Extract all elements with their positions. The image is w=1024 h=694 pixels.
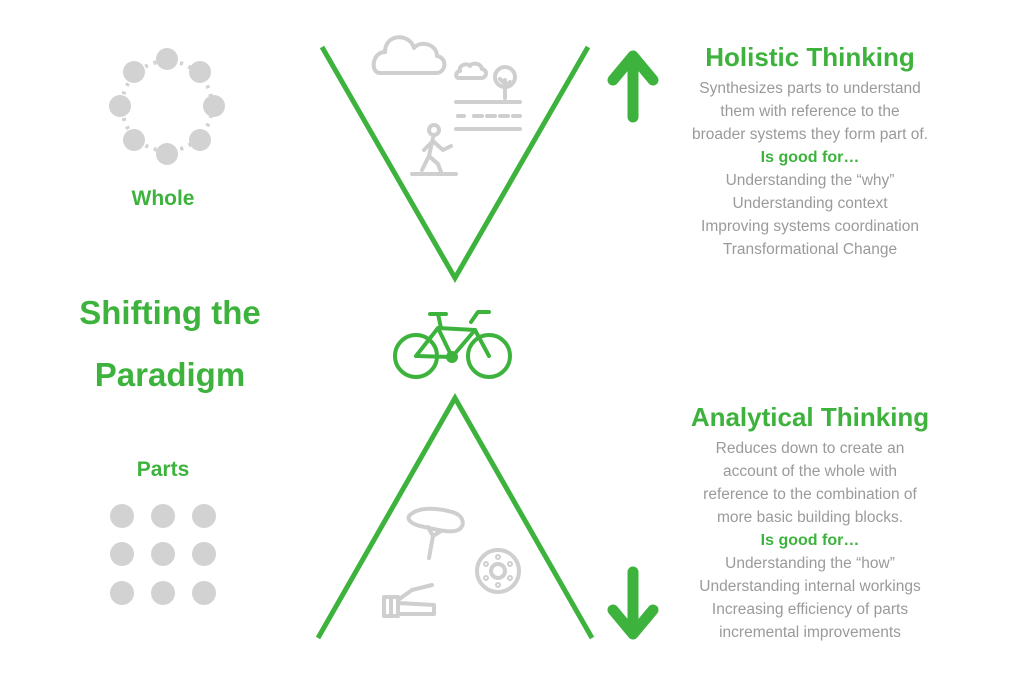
whole-label: Whole [131, 187, 195, 210]
analytical-uses-list: Understanding the “how” Understanding in… [670, 552, 950, 644]
holistic-description-line: them with reference to the [720, 103, 900, 120]
holistic-description: Synthesizes parts to understand them wit… [670, 77, 950, 146]
brake-disc-icon [475, 548, 521, 594]
paradigm-title-line-2: Paradigm [94, 356, 246, 393]
bicycle-icon [393, 310, 512, 379]
arrow-down-icon [607, 566, 659, 640]
analytical-use-item: Understanding internal workings [699, 578, 921, 595]
analytical-use-item: incremental improvements [719, 624, 901, 641]
analytical-use-item: Increasing efficiency of parts [711, 601, 909, 618]
parts-grid-icon [110, 504, 216, 605]
cloud-icon [371, 35, 447, 75]
bike-seat-icon [406, 506, 465, 560]
analytical-description-line: Reduces down to create an [715, 440, 905, 457]
top-funnel-shape [319, 45, 591, 284]
analytical-description-line: account of the whole with [722, 463, 898, 480]
small-cloud-icon [454, 61, 488, 80]
analytical-good-for-label: Is good for… [760, 532, 860, 549]
holistic-good-for-label: Is good for… [760, 149, 860, 166]
road-icon [454, 100, 522, 131]
tree-icon [493, 65, 517, 100]
bottom-funnel-shape [315, 392, 595, 640]
holistic-heading: Holistic Thinking [705, 42, 915, 72]
analytical-heading: Analytical Thinking [690, 402, 930, 432]
analytical-use-item: Understanding the “how” [725, 555, 895, 572]
holistic-uses-list: Understanding the “why” Understanding co… [670, 169, 950, 261]
holistic-use-item: Understanding context [732, 195, 888, 212]
holistic-description-line: Synthesizes parts to understand [699, 80, 921, 97]
analytical-description-line: more basic building blocks. [716, 509, 904, 526]
parts-label: Parts [136, 458, 190, 481]
arrow-up-icon [607, 50, 659, 123]
holistic-use-item: Transformational Change [722, 241, 898, 258]
whole-ring-icon [109, 48, 225, 165]
analytical-description-line: reference to the combination of [703, 486, 917, 503]
analytical-panel: Analytical Thinking Reduces down to crea… [670, 400, 950, 644]
handlebar-grip-icon [382, 583, 436, 618]
holistic-use-item: Understanding the “why” [725, 172, 895, 189]
pedestrian-icon [410, 123, 458, 176]
holistic-use-item: Improving systems coordination [701, 218, 919, 235]
analytical-description: Reduces down to create an account of the… [670, 437, 950, 529]
holistic-description-line: broader systems they form part of. [691, 126, 929, 143]
holistic-panel: Holistic Thinking Synthesizes parts to u… [670, 40, 950, 261]
paradigm-title: Shifting the Paradigm [40, 282, 300, 406]
paradigm-title-line-1: Shifting the [79, 294, 261, 331]
